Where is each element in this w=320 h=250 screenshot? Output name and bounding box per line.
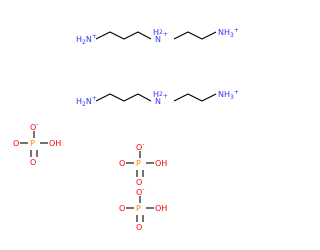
spermidine-cation-1: H2N+ NH2+ NH3+ [76, 27, 239, 46]
p1-o-left: O [13, 139, 19, 148]
atom-nh3-right-2: NH3+ [218, 89, 239, 101]
p3-phosphorus: P [136, 204, 141, 213]
p2-hydroxyl: OH [155, 159, 167, 168]
atom-nh2-mid-2: NH2+ [153, 90, 168, 106]
p1-o-minus: O- [30, 121, 38, 132]
p1-o-bottom: O [30, 158, 36, 167]
phosphate-2: O- O P OH O [119, 141, 167, 187]
p3-o-bottom: O [136, 223, 142, 232]
atom-h2n-left-2: H2N+ [76, 95, 97, 108]
spermidine-1-chain-bonds [95, 31, 152, 40]
p2-phosphorus: P [136, 159, 141, 168]
spermidine-2-propyl-bonds [173, 93, 217, 102]
structure-diagram: H2N+ NH2+ NH3+ H2N+ NH2+ NH3+ O- [13, 27, 239, 232]
p3-o-minus: O- [136, 186, 144, 197]
p3-hydroxyl: OH [155, 204, 167, 213]
atom-nh3-right-1: NH3+ [218, 27, 239, 39]
spermidine-2-chain-bonds [95, 93, 152, 102]
p2-o-minus: O- [136, 141, 144, 152]
p3-o-left: O [119, 204, 125, 213]
p1-hydroxyl: OH [49, 139, 61, 148]
phosphate-1: O- O P OH O [13, 121, 61, 167]
p2-o-bottom: O [136, 178, 142, 187]
atom-nh2-mid-1: NH2+ [153, 28, 168, 44]
spermidine-1-propyl-bonds [173, 31, 217, 40]
p2-o-left: O [119, 159, 125, 168]
p1-phosphorus: P [30, 139, 35, 148]
atom-h2n-left-1: H2N+ [76, 33, 97, 46]
spermidine-cation-2: H2N+ NH2+ NH3+ [76, 89, 239, 108]
phosphate-3: O- O P OH O [119, 186, 167, 232]
